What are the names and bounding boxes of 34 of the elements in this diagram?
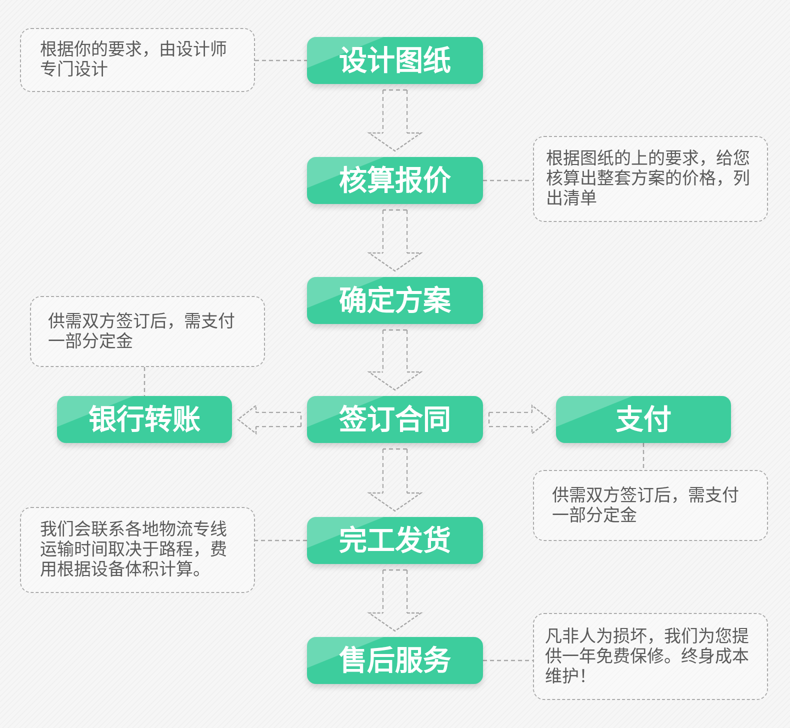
note-box: [533, 613, 768, 700]
note-text: 凡非人为损坏，我们为您提供一年免费保修。终身成本维护！: [545, 626, 750, 686]
process-box: [307, 37, 483, 84]
process-box: [307, 277, 483, 324]
connector-line: [483, 180, 533, 182]
note-text: 供需双方签订后，需支付一部分定金: [48, 312, 236, 352]
note-box: [20, 507, 255, 593]
process-box: [307, 637, 483, 684]
process-box: [556, 396, 731, 443]
process-box: [307, 157, 483, 204]
note-text: 我们会联系各地物流专线运输时间取决于路程，费用根据设备体积计算。: [40, 520, 228, 580]
step-label: 确定方案: [339, 284, 451, 318]
step-label: 核算报价: [339, 164, 451, 198]
step-label: 完工发货: [339, 524, 451, 558]
process-box: [307, 396, 483, 443]
connector-line: [144, 367, 146, 396]
connector-line: [255, 540, 307, 542]
note-box: [20, 28, 255, 92]
step-label: 支付: [616, 402, 672, 436]
process-box: [307, 517, 483, 564]
step-label: 签订合同: [339, 402, 451, 436]
note-text: 根据你的要求，由设计师专门设计: [40, 40, 228, 80]
step-label: 银行转账: [88, 402, 200, 436]
note-text: 供需双方签订后，需支付一部分定金: [552, 486, 740, 526]
connector-line: [642, 443, 644, 470]
connector-line: [255, 60, 307, 62]
note-box: [533, 136, 768, 222]
step-label: 售后服务: [339, 644, 451, 678]
note-text: 根据图纸的上的要求，给您核算出整套方案的价格，列出清单: [546, 149, 751, 209]
note-box: [30, 296, 265, 367]
process-box: [57, 396, 232, 443]
note-box: [533, 470, 768, 541]
connector-line: [483, 660, 533, 662]
step-label: 设计图纸: [339, 44, 451, 78]
